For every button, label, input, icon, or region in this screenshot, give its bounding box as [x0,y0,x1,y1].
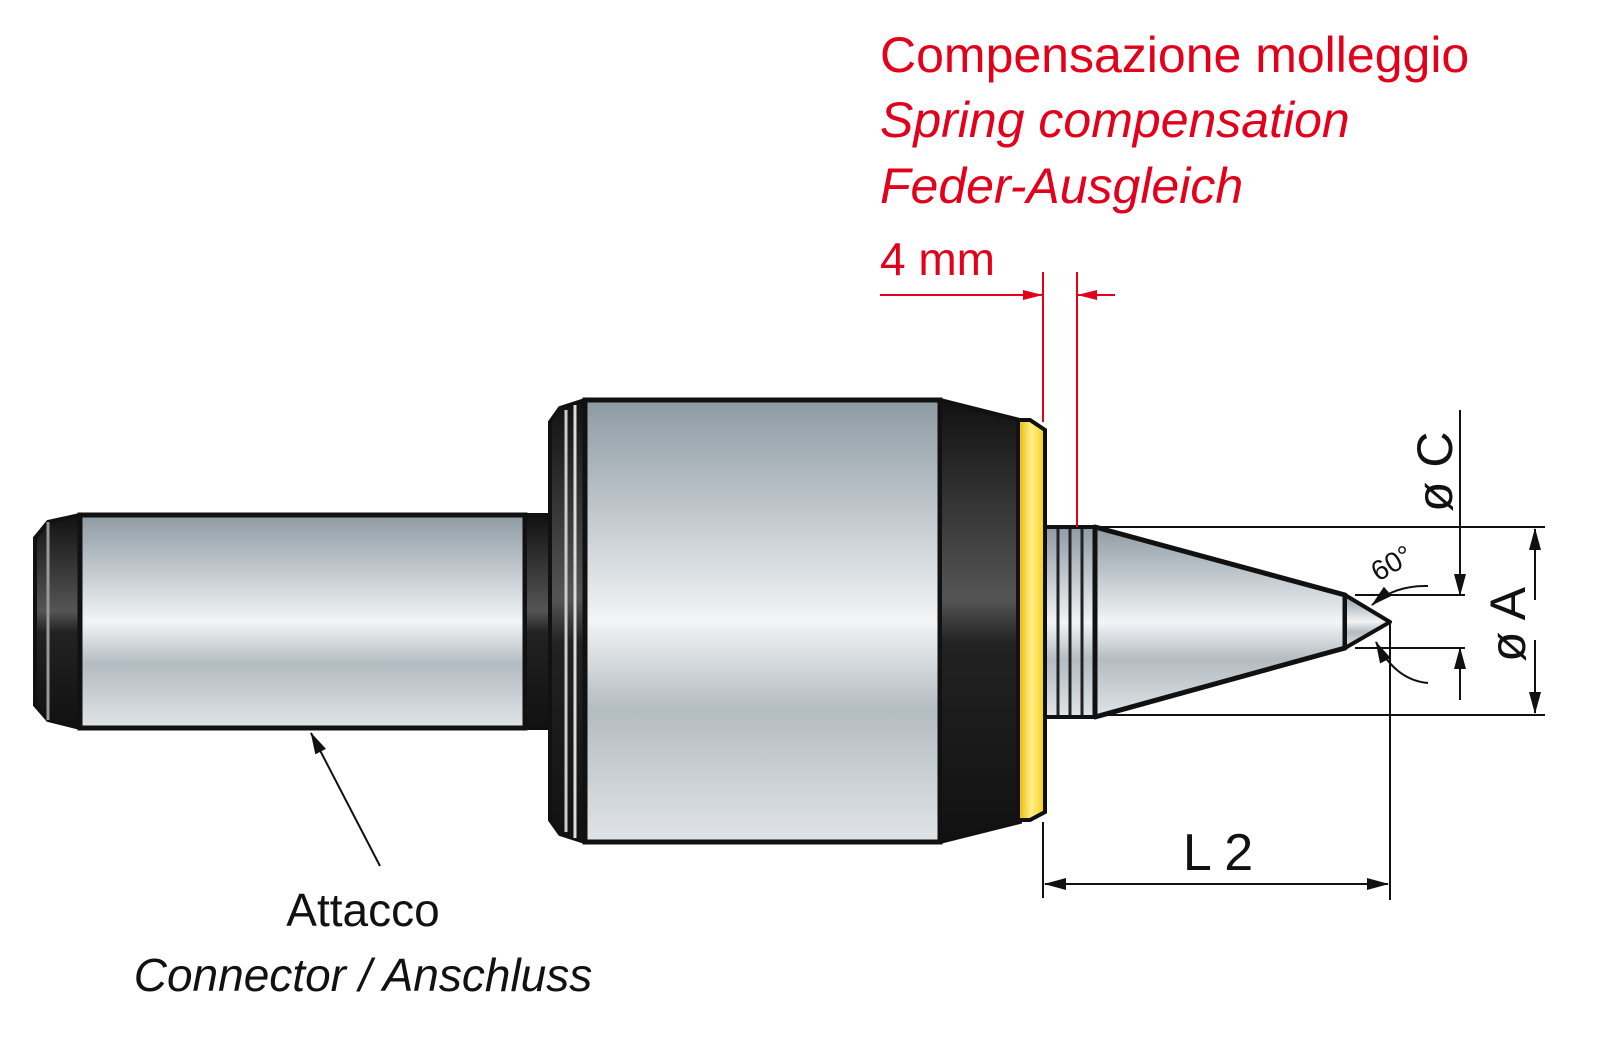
dimension-lines [1042,410,1545,900]
center-point-tip [1343,593,1392,650]
flange [548,397,587,845]
body-housing [582,397,943,845]
dia-c-label: ø C [1407,431,1463,512]
length-l2-label: L 2 [1183,824,1253,882]
spindle [1043,525,1097,719]
spring-title-de: Feder-Ausgleich [880,158,1243,214]
shank [33,512,554,731]
connector-leader-arrow [310,732,381,867]
spring-title-en: Spring compensation [880,92,1350,148]
connector-label-en-de: Connector / Anschluss [134,949,593,1001]
body-taper [938,397,1022,845]
connector-label-it: Attacco [286,884,439,936]
spring-title-it: Compensazione molleggio [880,27,1469,83]
dia-a-label: ø A [1480,586,1536,662]
center-point-cone [1092,524,1348,720]
seal-ring [1016,418,1047,822]
angle-label: 60° [1366,539,1418,587]
spring-travel-dimension [880,272,1115,527]
spring-travel-value: 4 mm [880,233,995,285]
